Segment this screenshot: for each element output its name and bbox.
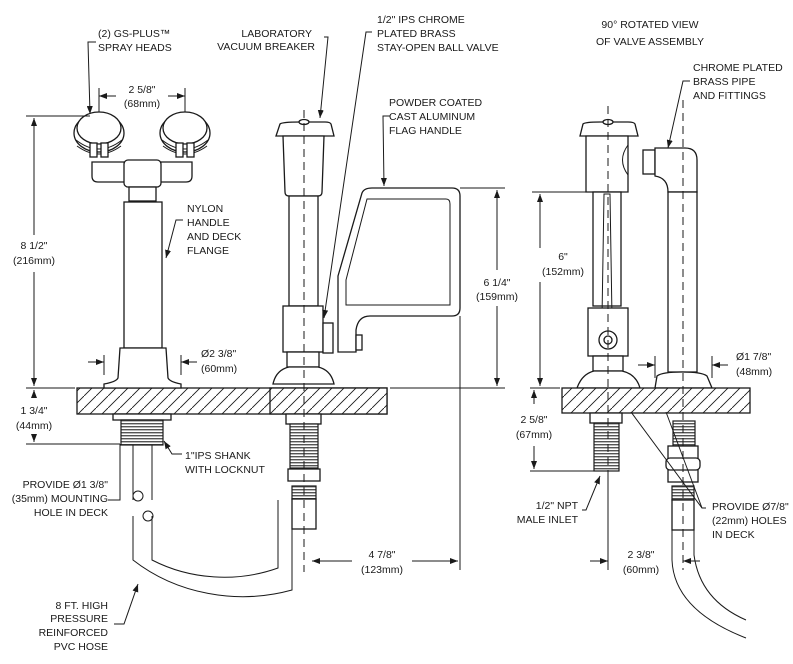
dim-overall-height-mm: (216mm): [13, 255, 55, 267]
valve-inlet-shank: [289, 423, 319, 469]
callout-chrome-pipe-2: BRASS PIPE: [693, 76, 755, 88]
dim-handle-height-mm: (159mm): [476, 291, 518, 303]
dim-deck-thickness-mm: (44mm): [16, 420, 52, 432]
dim-flange-dia: Ø2 3/8": [201, 348, 237, 360]
dim-flange-dia-mm: (60mm): [201, 363, 237, 375]
callout-chrome-pipe-3: AND FITTINGS: [693, 90, 766, 102]
flag-handle: [337, 187, 461, 353]
callout-nylon-handle: NYLON: [187, 203, 223, 215]
callout-hose-2: PRESSURE: [50, 613, 108, 625]
callout-flag-handle-3: FLAG HANDLE: [389, 125, 462, 137]
elbow-fitting: [654, 147, 698, 193]
callout-hose-4: PVC HOSE: [54, 641, 108, 653]
rotated-valve-view: [561, 100, 751, 639]
dim-inlet-depth: 2 5/8": [520, 414, 547, 426]
dim-valve-height-mm: (152mm): [542, 266, 584, 278]
callout-flag-handle-2: CAST ALUMINUM: [389, 111, 475, 123]
callout-spray-heads-2: SPRAY HEADS: [98, 42, 172, 54]
vacuum-breaker-cap: [275, 121, 335, 137]
callout-vacuum-breaker: LABORATORY: [241, 28, 312, 40]
callout-hose-3: REINFORCED: [39, 627, 109, 639]
spray-head-left: [73, 111, 125, 158]
dim-pipe-flange-dia: Ø1 7/8": [736, 351, 772, 363]
spray-head-right: [159, 111, 211, 158]
callout-chrome-pipe: CHROME PLATED: [693, 62, 783, 74]
title-rotated-view-line2: OF VALVE ASSEMBLY: [596, 36, 704, 48]
callout-shank: 1"IPS SHANK: [185, 450, 251, 462]
callout-flag-handle: POWDER COATED: [389, 97, 483, 109]
callout-deck-holes-3: IN DECK: [712, 529, 755, 541]
leader-lines: [86, 31, 706, 625]
callout-ball-valve-3: STAY-OPEN BALL VALVE: [377, 42, 499, 54]
nylon-handle-column: [123, 201, 163, 349]
title-rotated-view-line1: 90° ROTATED VIEW: [601, 19, 698, 31]
ips-shank: [120, 419, 164, 446]
callout-mounting-hole-2: (35mm) MOUNTING: [12, 493, 108, 505]
dim-overall-height: 8 1/2": [20, 240, 47, 252]
callout-spray-heads: (2) GS-PLUS™: [98, 28, 170, 40]
labels: 90° ROTATED VIEW OF VALVE ASSEMBLY (2) G…: [12, 14, 789, 653]
callout-nylon-handle-3: AND DECK: [187, 231, 241, 243]
callout-vacuum-breaker-2: VACUUM BREAKER: [217, 41, 315, 53]
callout-npt-inlet-2: MALE INLET: [517, 514, 579, 526]
valve-assembly: [269, 110, 461, 572]
dim-handle-height: 6 1/4": [483, 277, 510, 289]
dim-valve-height: 6": [558, 251, 568, 263]
npt-inlet-thread: [593, 422, 620, 472]
callout-mounting-hole: PROVIDE Ø1 3/8": [23, 479, 109, 491]
callout-ball-valve: 1/2" IPS CHROME: [377, 14, 465, 26]
deck-flange: [103, 347, 182, 389]
dim-inlet-spacing-mm: (60mm): [623, 564, 659, 576]
callout-nylon-handle-4: FLANGE: [187, 245, 229, 257]
callout-npt-inlet: 1/2" NPT: [536, 500, 579, 512]
dimension-lines: [26, 88, 728, 570]
dim-handle-reach: 4 7/8": [368, 549, 395, 561]
callout-deck-holes: PROVIDE Ø7/8": [712, 501, 789, 513]
dim-deck-thickness: 1 3/4": [20, 405, 47, 417]
callout-hose: 8 FT. HIGH: [55, 600, 108, 612]
dim-inlet-depth-mm: (67mm): [516, 429, 552, 441]
callout-nylon-handle-2: HANDLE: [187, 217, 230, 229]
vacuum-breaker-cap-rotated: [579, 121, 639, 137]
riser-pipe: [288, 195, 319, 307]
dim-head-spacing: 2 5/8": [128, 84, 155, 96]
callout-mounting-hole-3: HOLE IN DECK: [34, 507, 108, 519]
dim-inlet-spacing: 2 3/8": [627, 549, 654, 561]
ball-valve-body: [282, 305, 324, 353]
dim-handle-reach-mm: (123mm): [361, 564, 403, 576]
dim-head-spacing-mm: (68mm): [124, 98, 160, 110]
dim-pipe-flange-dia-mm: (48mm): [736, 366, 772, 378]
callout-ball-valve-2: PLATED BRASS: [377, 28, 456, 40]
deck-section-right: [561, 387, 751, 414]
callout-shank-2: WITH LOCKNUT: [185, 464, 266, 476]
deck-section-center: [269, 387, 388, 415]
callout-deck-holes-2: (22mm) HOLES: [712, 515, 787, 527]
pvc-hose: [132, 445, 293, 598]
